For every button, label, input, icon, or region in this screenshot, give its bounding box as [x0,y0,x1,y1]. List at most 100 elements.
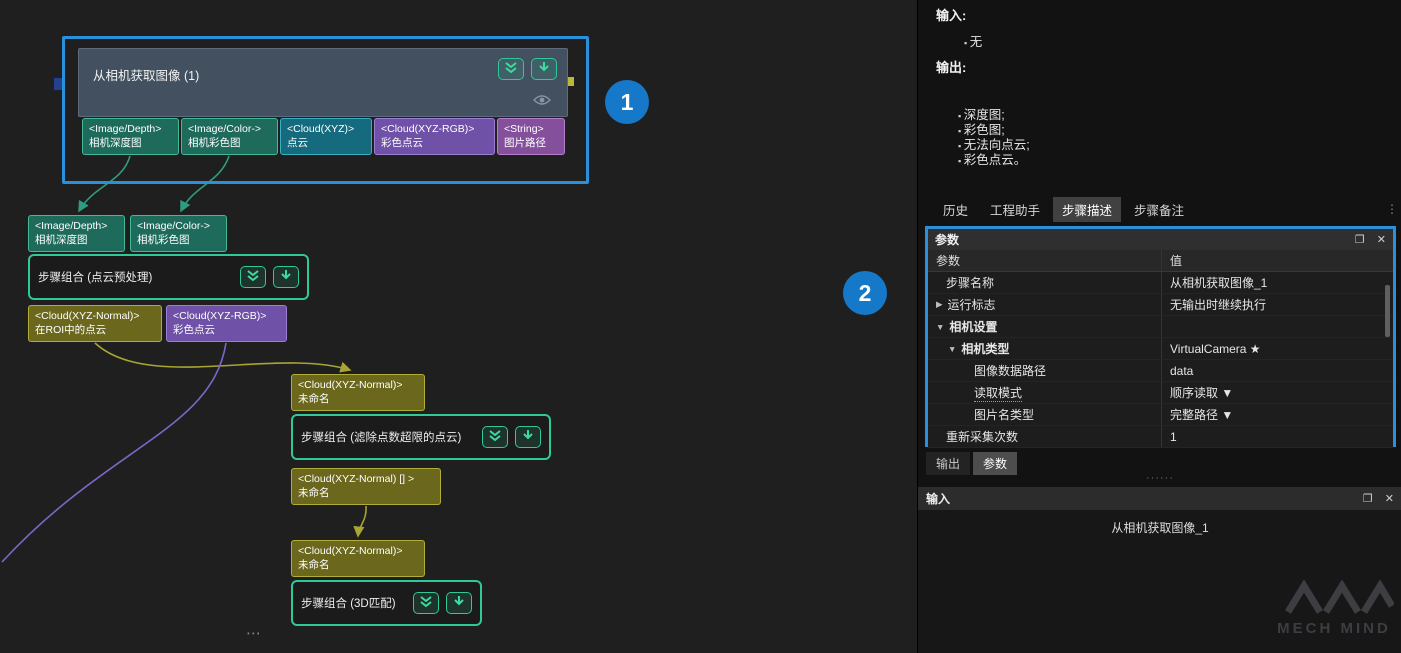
visibility-eye-icon[interactable] [533,94,551,109]
port-type: <Cloud(XYZ-Normal) [] > [298,473,434,487]
param-value[interactable]: data [1162,360,1393,381]
tab-output[interactable]: 输出 [926,452,970,475]
parameters-title: 参数 [935,231,959,248]
param-value[interactable]: 从相机获取图像_1 [1162,272,1393,293]
run-step-button[interactable] [515,426,541,448]
chevron-double-down-icon [419,595,433,611]
collapse-arrow-icon[interactable]: ▶ [936,299,943,310]
param-row-step-name[interactable]: 步骤名称 从相机获取图像_1 [928,272,1393,294]
collapse-button[interactable] [498,58,524,80]
expand-arrow-icon[interactable]: ▼ [948,344,956,354]
param-row-image-data-path[interactable]: 图像数据路径 data [928,360,1393,382]
description-output-item: 彩色点云。 [958,149,1026,168]
tab-parameters[interactable]: 参数 [973,452,1017,475]
param-row-camera-settings[interactable]: ▼ 相机设置 [928,316,1393,338]
tab-step-description[interactable]: 步骤描述 [1053,197,1121,222]
close-window-icon[interactable]: ✕ [1385,492,1394,505]
port-label: 相机深度图 [89,137,172,151]
port-label: 未命名 [298,393,418,407]
tab-overflow-icon[interactable]: ⋮ [1386,202,1398,216]
param-value-dropdown[interactable]: 完整路径 ▼ [1162,404,1393,425]
param-value-dropdown[interactable]: 顺序读取 ▼ [1162,382,1393,403]
mech-mind-logo-text: MECH MIND [1266,620,1401,637]
port-type: <Image/Depth> [35,220,118,234]
param-value[interactable]: VirtualCamera ★ [1162,338,1393,359]
input-source-step[interactable]: 从相机获取图像_1 [918,519,1401,536]
port-label: 未命名 [298,487,434,501]
step-detail-panel: 输入: 无 输出: 深度图; 彩色图; 无法向点云; 彩色点云。 历史 工程助手… [917,0,1401,653]
port-point-cloud[interactable]: <Cloud(XYZ)> 点云 [280,118,372,155]
input-window-title: 输入 [926,490,950,507]
port-type: <Cloud(XYZ)> [287,123,365,137]
port-label: 相机彩色图 [137,234,220,248]
collapse-button[interactable] [413,592,439,614]
param-value[interactable]: 1 [1162,426,1393,447]
float-window-icon[interactable]: ❐ [1355,233,1365,246]
port-preprocess-in-depth[interactable]: <Image/Depth> 相机深度图 [28,215,125,252]
parameters-scrollbar[interactable] [1385,285,1390,337]
graph-canvas[interactable]: 从相机获取图像 (1) <Image/Depth> 相机深 [0,0,917,653]
port-label: 点云 [287,137,365,151]
expand-arrow-icon[interactable]: ▼ [936,322,944,332]
tab-step-note[interactable]: 步骤备注 [1125,197,1193,222]
port-camera-depth[interactable]: <Image/Depth> 相机深度图 [82,118,179,155]
chevron-double-down-icon [246,269,260,285]
float-window-icon[interactable]: ❐ [1363,492,1373,505]
param-row-run-flag[interactable]: ▶运行标志 无输出时继续执行 [928,294,1393,316]
parameters-titlebar: 参数 ❐ ✕ [928,229,1393,250]
port-image-path[interactable]: <String> 图片路径 [497,118,565,155]
run-step-button[interactable] [273,266,299,288]
collapse-button[interactable] [482,426,508,448]
param-row-read-mode[interactable]: 读取模式 顺序读取 ▼ [928,382,1393,404]
parameters-column-header: 参数 值 [928,250,1393,272]
tab-history[interactable]: 历史 [934,197,977,222]
port-label: 未命名 [298,559,418,573]
port-filter-output[interactable]: <Cloud(XYZ-Normal) [] > 未命名 [291,468,441,505]
mech-mind-watermark: MECH MIND [1266,580,1401,637]
description-output-heading: 输出: [936,57,966,76]
param-name: 图片名类型 [974,406,1034,423]
tab-project-assistant[interactable]: 工程助手 [981,197,1049,222]
mech-mind-logo-icon [1274,601,1394,618]
download-arrow-icon [521,429,535,445]
procedure-filter[interactable]: 步骤组合 (滤除点数超限的点云) [291,414,551,460]
port-filter-input[interactable]: <Cloud(XYZ-Normal)> 未命名 [291,374,425,411]
splitter-handle[interactable]: ······ [918,473,1401,484]
port-camera-color[interactable]: <Image/Color-> 相机彩色图 [181,118,278,155]
procedure-title: 步骤组合 (3D匹配) [301,595,406,611]
param-value [1162,316,1393,337]
param-name: 相机设置 [949,318,997,335]
port-roi-cloud[interactable]: <Cloud(XYZ-Normal)> 在ROI中的点云 [28,305,162,342]
param-value[interactable]: 无输出时继续执行 [1162,294,1393,315]
description-input-item: 无 [964,31,982,50]
port-label: 彩色点云 [381,137,488,151]
run-step-button[interactable] [446,592,472,614]
chevron-double-down-icon [504,61,518,77]
step-capture-images[interactable]: 从相机获取图像 (1) [78,48,568,117]
param-row-recapture-count[interactable]: 重新采集次数 1 [928,426,1393,448]
port-color-cloud[interactable]: <Cloud(XYZ-RGB)> 彩色点云 [374,118,495,155]
port-type: <Image/Depth> [89,123,172,137]
port-preprocess-in-color[interactable]: <Image/Color-> 相机彩色图 [130,215,227,252]
panel-tab-bar: 历史 工程助手 步骤描述 步骤备注 [918,197,1401,221]
input-window-titlebar: 输入 ❐ ✕ [918,487,1401,510]
port-preprocess-color-cloud[interactable]: <Cloud(XYZ-RGB)> 彩色点云 [166,305,287,342]
download-arrow-icon [452,595,466,611]
procedure-preprocess[interactable]: 步骤组合 (点云预处理) [28,254,309,300]
collapse-button[interactable] [240,266,266,288]
run-step-button[interactable] [531,58,557,80]
port-match-input[interactable]: <Cloud(XYZ-Normal)> 未命名 [291,540,425,577]
port-type: <Image/Color-> [188,123,271,137]
description-input-heading: 输入: [936,5,966,24]
callout-1: 1 [605,80,649,124]
procedure-3d-match[interactable]: 步骤组合 (3D匹配) [291,580,482,626]
close-window-icon[interactable]: ✕ [1377,233,1386,246]
chevron-double-down-icon [488,429,502,445]
param-name: 相机类型 [961,340,1009,357]
param-row-camera-type[interactable]: ▼ 相机类型 VirtualCamera ★ [928,338,1393,360]
port-type: <Image/Color-> [137,220,220,234]
param-name: 重新采集次数 [946,428,1018,445]
param-row-image-name-type[interactable]: 图片名类型 完整路径 ▼ [928,404,1393,426]
port-label: 相机深度图 [35,234,118,248]
download-arrow-icon [537,61,551,77]
